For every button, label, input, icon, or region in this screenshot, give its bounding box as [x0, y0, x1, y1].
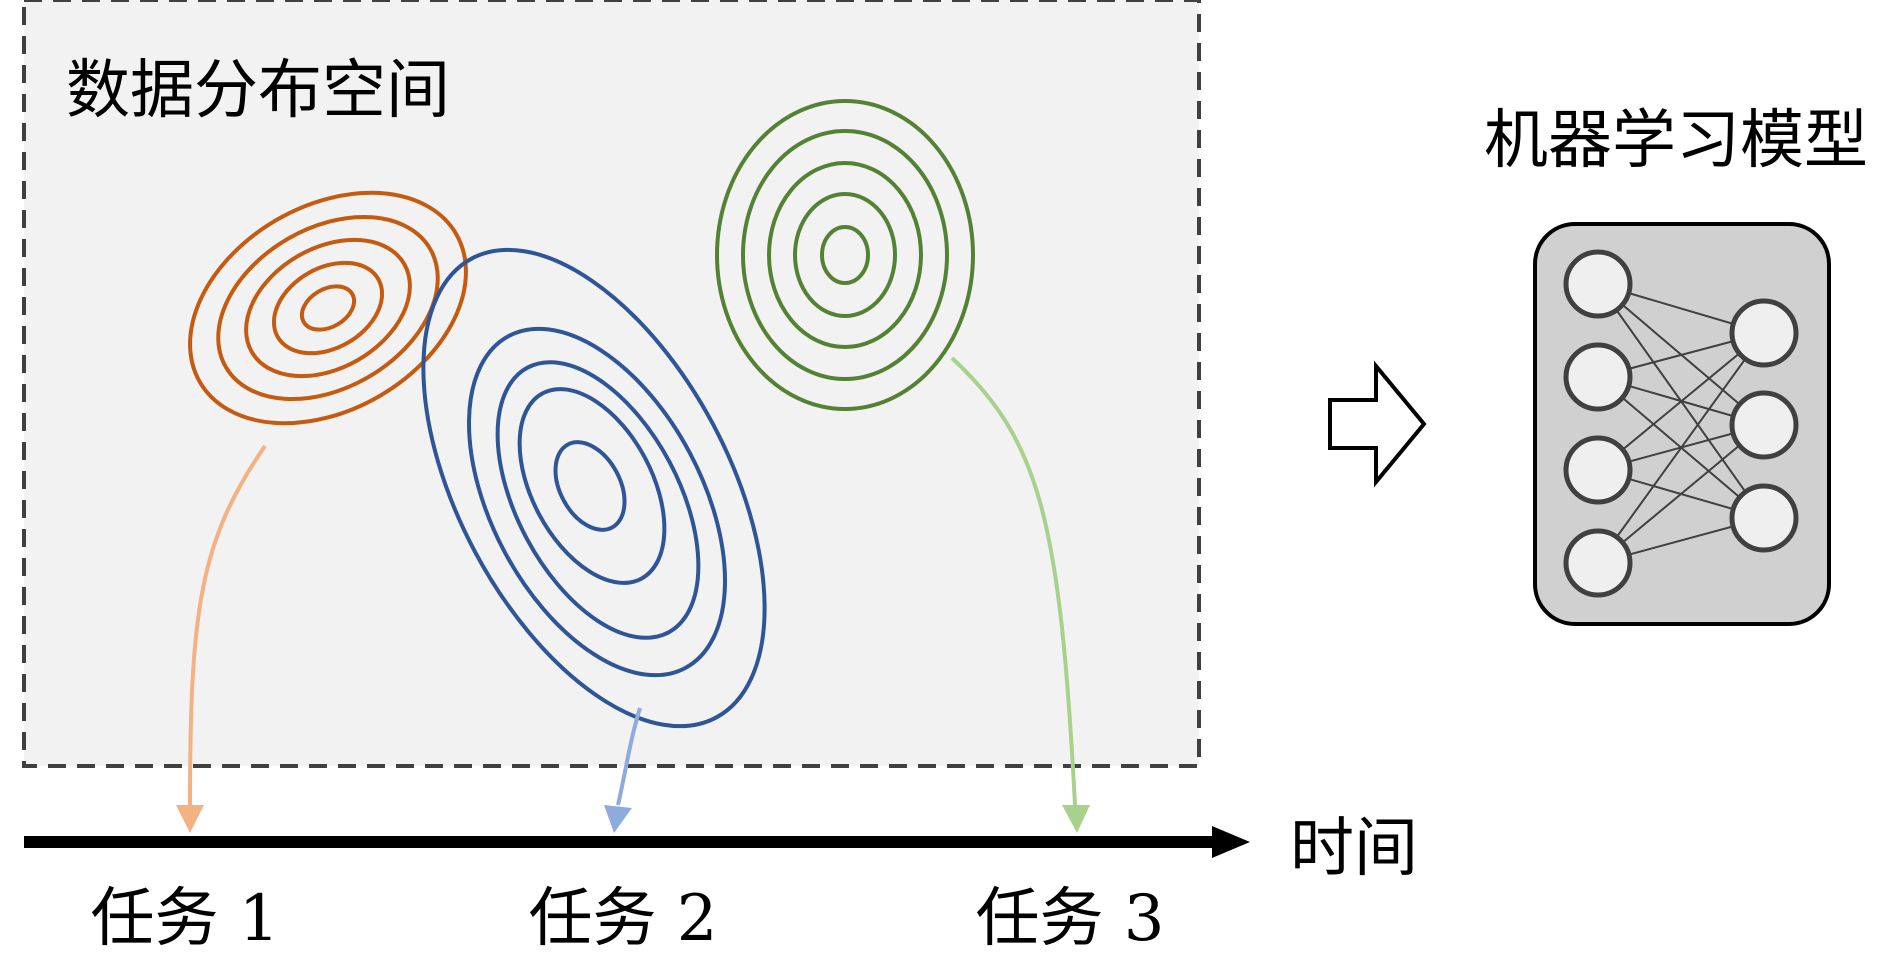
- blue-contour: [421, 247, 767, 729]
- network-edge: [1597, 424, 1765, 564]
- input-node: [1563, 528, 1633, 598]
- time-axis-arrowhead: [1212, 826, 1250, 858]
- blue-contour: [553, 440, 627, 532]
- green-contour: [793, 192, 897, 318]
- blue-contour: [495, 360, 701, 640]
- input-node: [1563, 435, 1633, 505]
- input-node: [1563, 342, 1633, 412]
- blue-distribution: [421, 247, 767, 729]
- orange-contour: [216, 215, 440, 401]
- network-edge: [1597, 332, 1765, 564]
- task-2-arrowhead: [604, 805, 632, 833]
- orange-contour: [244, 237, 412, 379]
- hollow-right-arrow-icon: [1328, 360, 1427, 488]
- green-contour: [767, 161, 923, 349]
- blue-contour: [466, 326, 728, 678]
- task-3-label: 任务 3: [975, 882, 1164, 953]
- green-contour: [741, 129, 949, 381]
- green-contour: [715, 99, 975, 411]
- region-label: 数据分布空间: [66, 54, 450, 128]
- input-node: [1563, 249, 1633, 319]
- data-distribution-region: [22, 0, 1201, 768]
- orange-contour: [188, 190, 468, 426]
- output-node: [1729, 390, 1799, 460]
- task-1-arrow-line: [188, 444, 267, 806]
- task-1-arrowhead: [176, 805, 204, 833]
- network-nodes: [1563, 249, 1799, 598]
- time-label: 时间: [1290, 812, 1418, 886]
- network-edge: [1597, 332, 1765, 471]
- task-2-label: 任务 2: [528, 882, 717, 953]
- orange-contour: [299, 284, 357, 332]
- model-label: 机器学习模型: [1484, 104, 1868, 178]
- output-node: [1729, 298, 1799, 368]
- task-3-arrowhead: [1062, 805, 1090, 833]
- orange-distribution: [188, 190, 468, 426]
- green-contour: [820, 225, 870, 285]
- task-3-arrow-line: [950, 356, 1077, 806]
- green-distribution: [715, 99, 975, 411]
- orange-contour: [271, 260, 385, 356]
- output-node: [1729, 483, 1799, 553]
- task-2-arrow-line: [616, 707, 642, 806]
- task-1-label: 任务 1: [90, 882, 279, 953]
